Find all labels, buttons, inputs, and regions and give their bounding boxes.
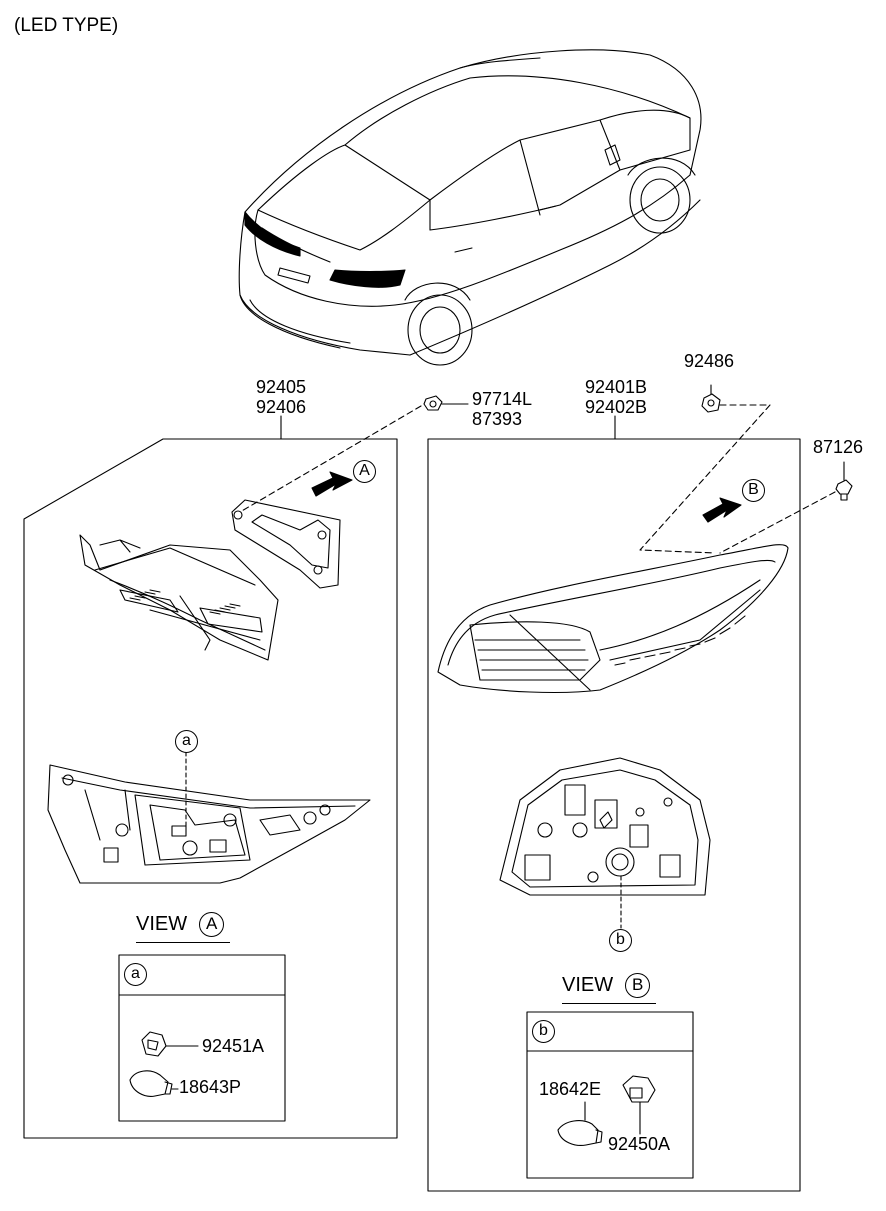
screw-icon — [835, 461, 853, 501]
part-number-92486: 92486 — [684, 351, 735, 371]
part-number-97714l: 97714L — [472, 389, 533, 409]
part-number-92450a: 92450A — [608, 1134, 671, 1154]
detail-marker-a: a — [124, 963, 147, 986]
part-number-92402b: 92402B — [584, 397, 648, 417]
part-number-92401b: 92401B — [584, 377, 648, 397]
part-number-18643p: 18643P — [179, 1077, 242, 1097]
view-b-marker: B — [625, 973, 651, 998]
bulb-socket-icon — [141, 1031, 199, 1057]
view-a-label: VIEW A — [136, 912, 231, 943]
page-title: (LED TYPE) — [14, 15, 119, 36]
arrow-marker-a: A — [353, 460, 376, 483]
right-group-boundary — [427, 438, 801, 1192]
arrow-a-icon — [311, 471, 353, 497]
part-number-92451a: 92451A — [202, 1036, 265, 1056]
part-number-87393: 87393 — [472, 409, 523, 429]
part-number-87126: 87126 — [813, 437, 864, 457]
detail-box-a — [118, 954, 286, 1122]
callout-marker-a: a — [175, 730, 198, 753]
callout-marker-b: b — [609, 929, 632, 952]
bulb-icon — [557, 1101, 603, 1146]
arrow-marker-b: B — [742, 479, 765, 502]
outer-tail-lamp-icon — [437, 544, 789, 694]
inner-tail-lamp-icon — [79, 534, 279, 661]
view-a-text: VIEW — [136, 912, 188, 935]
bulb-icon — [129, 1070, 179, 1097]
detail-marker-b: b — [532, 1020, 555, 1043]
view-b-text: VIEW — [562, 973, 614, 996]
sedan-rear-view-icon — [238, 49, 702, 366]
view-a-marker: A — [199, 912, 225, 937]
detail-box-b — [526, 1011, 694, 1179]
part-number-92406: 92406 — [255, 397, 307, 417]
inner-lamp-rear-view-icon — [47, 764, 371, 884]
part-number-18642e: 18642E — [539, 1079, 602, 1099]
outer-lamp-rear-view-icon — [499, 757, 711, 896]
arrow-b-icon — [702, 497, 742, 523]
nut-icon — [701, 384, 721, 413]
gasket-icon — [231, 499, 341, 589]
bulb-socket-icon — [622, 1075, 656, 1135]
left-group-boundary — [23, 438, 398, 1139]
view-b-label: VIEW B — [562, 973, 657, 1004]
gasket-nut-icon — [423, 395, 469, 411]
part-number-92405: 92405 — [255, 377, 307, 397]
